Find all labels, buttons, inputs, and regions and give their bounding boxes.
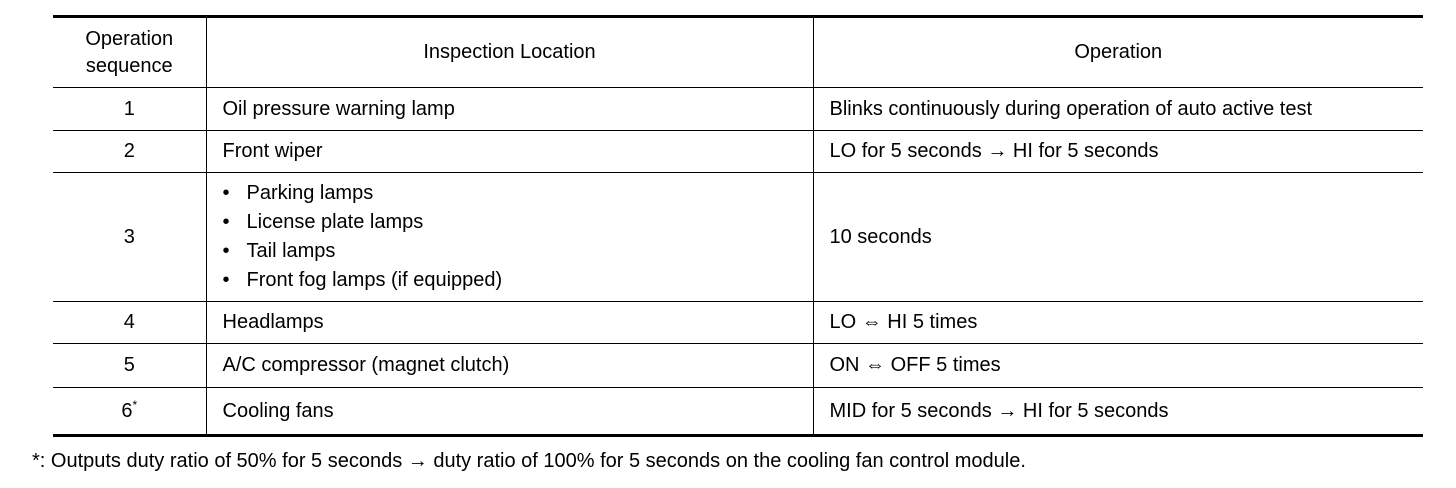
- operation-cell: MID for 5 seconds → HI for 5 seconds: [812, 387, 1423, 437]
- header-inspection-location: Inspection Location: [205, 15, 814, 88]
- table-header-row: Operation sequence Inspection Location O…: [53, 15, 1423, 88]
- operation-cell: 10 seconds: [812, 172, 1423, 302]
- sequence-cell: 4: [53, 301, 207, 344]
- location-cell: A/C compressor (magnet clutch): [205, 343, 814, 388]
- sequence-cell: 3: [53, 172, 207, 302]
- location-cell: Front wiper: [205, 130, 814, 173]
- list-item: Parking lamps: [223, 179, 799, 208]
- sequence-cell: 6*: [53, 387, 207, 437]
- table-footnote: *: Outputs duty ratio of 50% for 5 secon…: [32, 450, 1026, 472]
- location-cell: Headlamps: [205, 301, 814, 344]
- table-row: 2 Front wiper LO for 5 seconds → HI for …: [53, 130, 1423, 173]
- list-item: Tail lamps: [223, 237, 799, 266]
- location-cell: Cooling fans: [205, 387, 814, 437]
- sequence-cell: 2: [53, 130, 207, 173]
- list-item: Front fog lamps (if equipped): [223, 266, 799, 295]
- location-cell: Oil pressure warning lamp: [205, 87, 814, 131]
- header-operation-sequence: Operation sequence: [53, 15, 207, 88]
- operation-cell: LO for 5 seconds → HI for 5 seconds: [812, 130, 1423, 173]
- location-bullet-list: Parking lamps License plate lamps Tail l…: [223, 179, 799, 295]
- table-row: 4 Headlamps LO ⇔ HI 5 times: [53, 301, 1423, 344]
- table-row: 3 Parking lamps License plate lamps Tail…: [53, 172, 1423, 302]
- list-item: License plate lamps: [223, 208, 799, 237]
- footnote-marker: *: [132, 397, 138, 412]
- sequence-cell: 1: [53, 87, 207, 131]
- sequence-number: 6: [121, 399, 133, 422]
- table-row: 1 Oil pressure warning lamp Blinks conti…: [53, 87, 1423, 131]
- operation-cell: Blinks continuously during operation of …: [812, 87, 1423, 131]
- location-cell: Parking lamps License plate lamps Tail l…: [205, 172, 814, 302]
- operation-cell: LO ⇔ HI 5 times: [812, 301, 1423, 344]
- auto-active-test-table: Operation sequence Inspection Location O…: [53, 15, 1423, 437]
- table-row: 5 A/C compressor (magnet clutch) ON ⇔ OF…: [53, 343, 1423, 388]
- table-row: 6* Cooling fans MID for 5 seconds → HI f…: [53, 387, 1423, 437]
- header-operation: Operation: [812, 15, 1423, 88]
- operation-cell: ON ⇔ OFF 5 times: [812, 343, 1423, 388]
- sequence-cell: 5: [53, 343, 207, 388]
